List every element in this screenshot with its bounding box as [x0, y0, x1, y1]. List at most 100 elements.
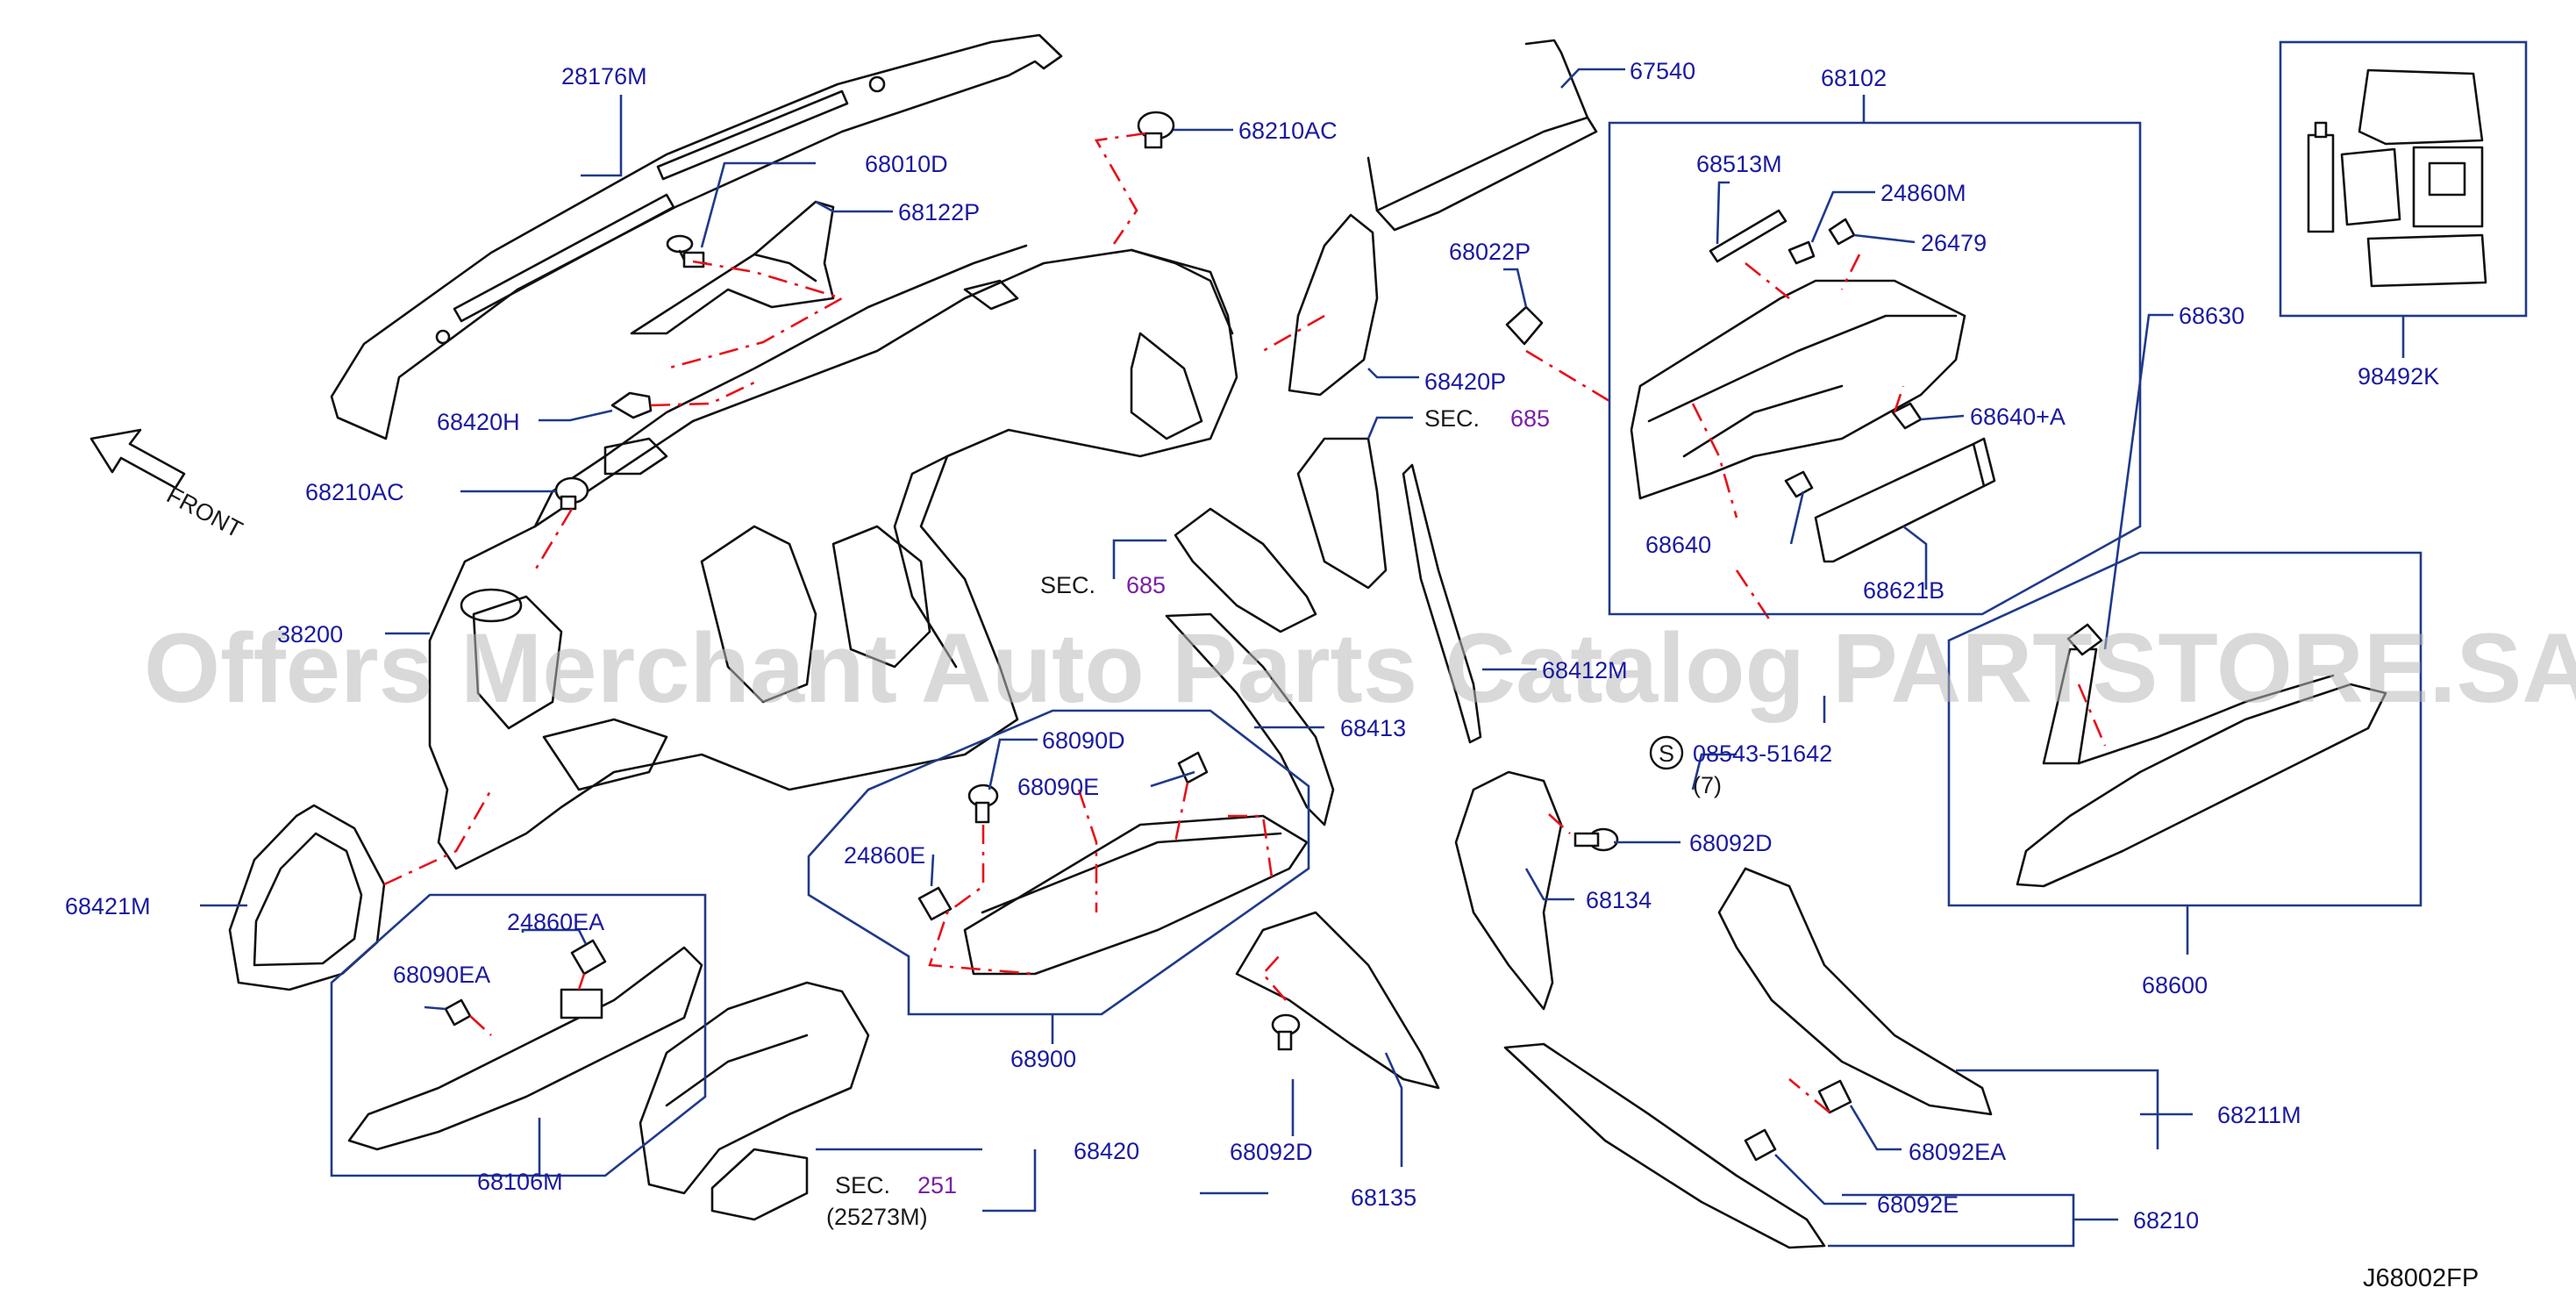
watermark: Offers Merchant Auto Parts Catalog PARTS…: [144, 613, 2576, 723]
sec-ref-685-top[interactable]: SEC. 685: [1424, 405, 1550, 432]
label-67540[interactable]: 67540: [1630, 58, 1695, 84]
box-68106M: [330, 893, 707, 1177]
part-24860EA-switch[interactable]: [570, 939, 607, 976]
part-68900-lower-cover[interactable]: [963, 814, 1309, 976]
part-24860E-switch[interactable]: [917, 886, 953, 921]
screw-symbol: S: [1659, 740, 1674, 767]
front-arrow: FRONT: [89, 428, 246, 543]
label-08543-qty: (7): [1693, 772, 1722, 798]
label-68122P[interactable]: 68122P: [898, 199, 980, 225]
part-68092D-right-bolt[interactable]: [1573, 827, 1619, 852]
part-68090D-bolt[interactable]: [967, 783, 999, 824]
label-24860EA[interactable]: 24860EA: [507, 909, 604, 935]
part-26479-bulb[interactable]: [1828, 218, 1856, 246]
part-68092E-clip[interactable]: [1744, 1128, 1777, 1162]
part-68090EA-clip[interactable]: [444, 998, 472, 1027]
label-24860E[interactable]: 24860E: [844, 842, 925, 869]
part-67540-duct[interactable]: [1366, 39, 1598, 232]
part-68106M-panel[interactable]: [347, 946, 703, 1151]
label-68420[interactable]: 68420: [1074, 1138, 1139, 1164]
label-68640A[interactable]: 68640+A: [1970, 404, 2066, 430]
part-38200-dashboard[interactable]: [428, 244, 1238, 870]
label-68420P[interactable]: 68420P: [1424, 368, 1506, 395]
label-68092D-right[interactable]: 68092D: [1689, 830, 1773, 856]
part-68210AC-clip-top[interactable]: [1137, 111, 1175, 149]
part-24860M-switch[interactable]: [1788, 240, 1816, 265]
part-68412M-trim[interactable]: [1402, 463, 1482, 744]
box-68102: [1608, 95, 2142, 616]
part-68102-glove-box[interactable]: [1630, 279, 1966, 500]
label-26479[interactable]: 26479: [1921, 230, 1987, 256]
diagram-code: J68002FP: [2363, 1264, 2479, 1292]
label-68420H[interactable]: 68420H: [437, 409, 520, 435]
label-68090E[interactable]: 68090E: [1017, 774, 1099, 800]
label-68092EA[interactable]: 68092EA: [1909, 1139, 2006, 1165]
part-68211M-kick-plate[interactable]: [1717, 867, 1993, 1116]
screw-callout-08543[interactable]: S 08543-51642 (7): [1649, 735, 1832, 798]
sec-number[interactable]: 685: [1510, 405, 1550, 432]
label-68900[interactable]: 68900: [1010, 1046, 1076, 1072]
label-68600[interactable]: 68600: [2142, 972, 2208, 998]
label-68210[interactable]: 68210: [2133, 1207, 2199, 1234]
label-68412M[interactable]: 68412M: [1542, 657, 1628, 683]
box-68600: [1947, 551, 2423, 907]
label-68421M[interactable]: 68421M: [65, 893, 151, 919]
part-sec251-switch[interactable]: [710, 1148, 809, 1221]
part-68420P-cover[interactable]: [1288, 213, 1379, 397]
label-68135[interactable]: 68135: [1351, 1184, 1416, 1211]
part-68621B-lid[interactable]: [1814, 437, 1996, 563]
part-68090E-clip[interactable]: [1177, 751, 1209, 784]
part-28176M-panel[interactable]: [330, 33, 1063, 440]
part-sec685-duct-mid[interactable]: [1174, 507, 1317, 633]
label-68092E[interactable]: 68092E: [1877, 1191, 1959, 1218]
label-68210AC-top[interactable]: 68210AC: [1238, 118, 1338, 144]
part-68022P-hinge[interactable]: [1505, 305, 1544, 346]
label-68211M[interactable]: 68211M: [2217, 1102, 2301, 1128]
part-68122P-bracket[interactable]: [630, 200, 835, 335]
part-68420-hood[interactable]: [639, 981, 870, 1195]
label-68134[interactable]: 68134: [1586, 887, 1652, 913]
label-68010D[interactable]: 68010D: [865, 151, 948, 177]
label-08543-51642[interactable]: 08543-51642: [1693, 740, 1832, 767]
part-68420H-clip[interactable]: [610, 391, 653, 419]
part-68092D-mid-bolt[interactable]: [1271, 1013, 1301, 1051]
label-68090D[interactable]: 68090D: [1042, 727, 1125, 754]
part-68630-latch[interactable]: [2066, 623, 2103, 656]
label-68210AC-left[interactable]: 68210AC: [305, 479, 404, 505]
sec-prefix: SEC.: [1424, 405, 1480, 432]
sec-ref-685-mid[interactable]: SEC. 685: [1040, 572, 1166, 598]
part-68135-finisher[interactable]: [1235, 911, 1440, 1090]
screw-symbol-icon: [1649, 735, 1684, 770]
sec-ref-251[interactable]: SEC. 251 (25273M): [826, 1172, 957, 1230]
label-68630[interactable]: 68630: [2179, 303, 2244, 329]
label-25273M[interactable]: (25273M): [826, 1204, 928, 1230]
label-68092D-mid[interactable]: 68092D: [1230, 1139, 1313, 1165]
label-98492K[interactable]: 98492K: [2358, 363, 2439, 390]
label-68090EA[interactable]: 68090EA: [393, 962, 490, 988]
sec-number[interactable]: 685: [1126, 572, 1166, 598]
box-68900: [807, 709, 1310, 1016]
label-68106M[interactable]: 68106M: [477, 1169, 563, 1195]
label-38200[interactable]: 38200: [277, 621, 343, 647]
assembly-lines: [383, 132, 2107, 1114]
label-68640[interactable]: 68640: [1645, 532, 1711, 558]
part-68092EA-clip[interactable]: [1817, 1079, 1852, 1114]
sec-number[interactable]: 251: [917, 1172, 957, 1198]
label-68022P[interactable]: 68022P: [1449, 239, 1531, 265]
label-68413[interactable]: 68413: [1340, 715, 1406, 741]
part-68106M-block[interactable]: [560, 988, 603, 1019]
part-68421M-ring[interactable]: [228, 804, 386, 991]
label-24860M[interactable]: 24860M: [1880, 180, 1966, 206]
part-68600-lid[interactable]: [2016, 647, 2387, 888]
part-68134-finisher[interactable]: [1454, 770, 1563, 1011]
label-68621B[interactable]: 68621B: [1863, 577, 1944, 604]
front-label: FRONT: [162, 482, 246, 543]
part-68640-clip[interactable]: [1784, 470, 1814, 498]
part-98492K-kit[interactable]: [2307, 68, 2487, 288]
part-sec685-duct-top[interactable]: [1296, 437, 1388, 590]
part-68513M-rod[interactable]: [1709, 209, 1788, 263]
part-68210-trim[interactable]: [1503, 1042, 1826, 1249]
label-68513M[interactable]: 68513M: [1696, 151, 1782, 177]
label-68102[interactable]: 68102: [1821, 65, 1887, 91]
label-28176M[interactable]: 28176M: [561, 63, 647, 89]
